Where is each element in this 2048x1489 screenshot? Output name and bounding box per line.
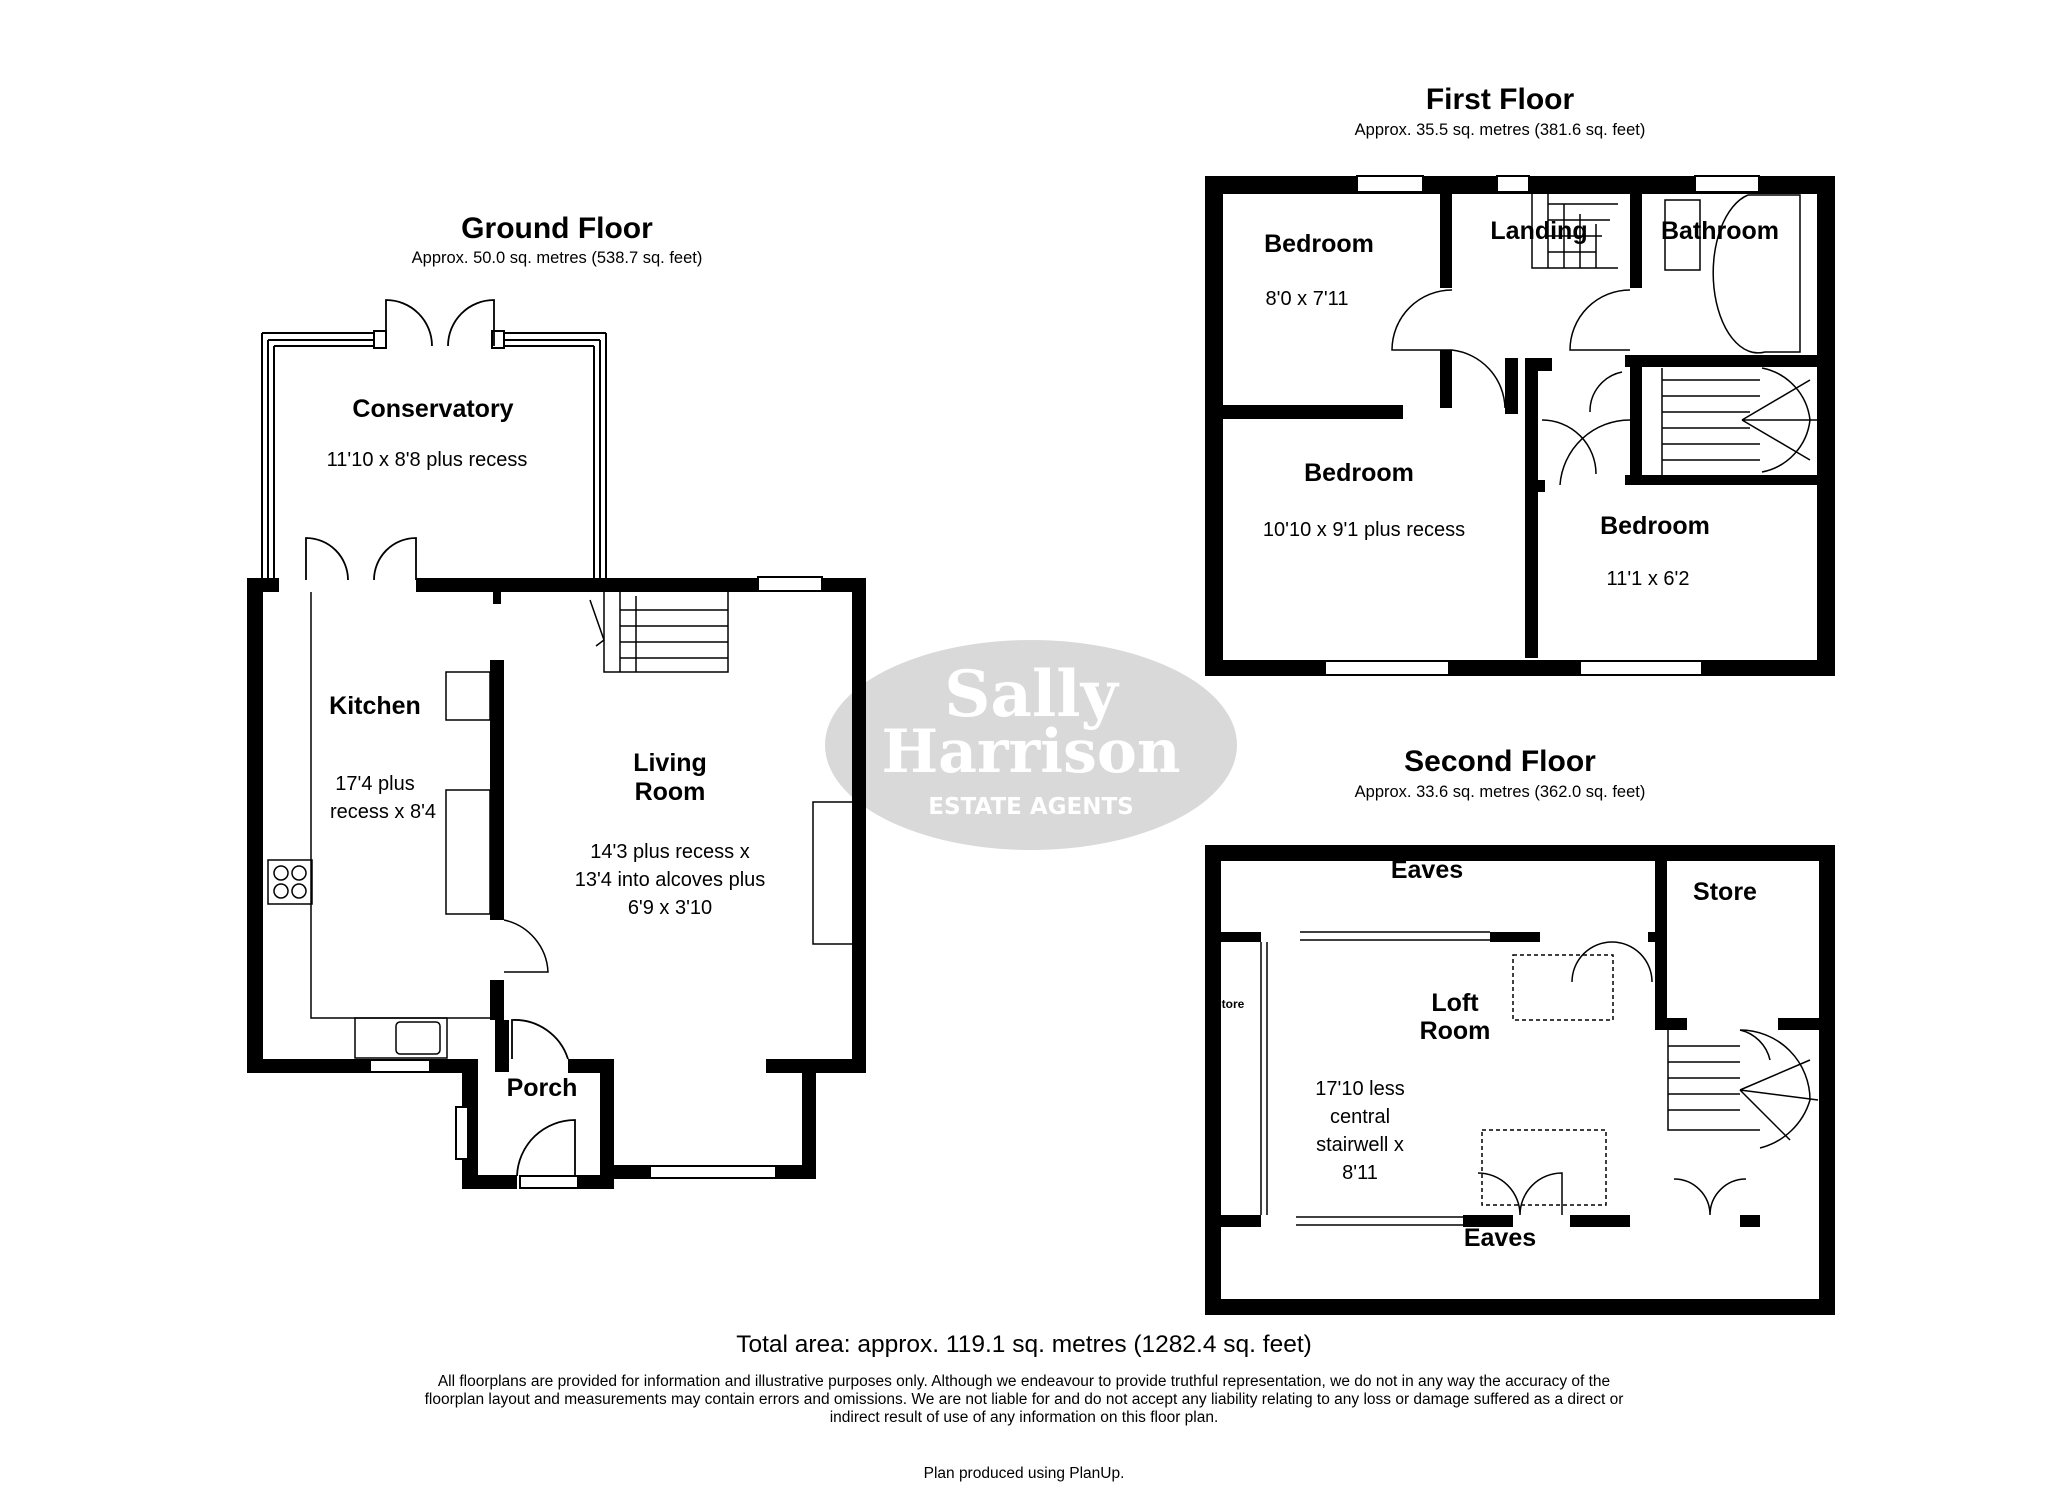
room-size-kitchen-line2: recess x 8'4 (329, 801, 437, 823)
room-label-loft-line1: Loft (1431, 989, 1479, 1017)
disclaimer-line2: floorplan layout and measurements may co… (424, 1391, 1624, 1408)
second-floor-plan (1205, 845, 1835, 1315)
room-label-landing: Landing (1490, 217, 1588, 245)
porch-door (511, 1019, 576, 1177)
room-label-eaves-top: Eaves (1390, 856, 1464, 884)
ground-floor-plan (247, 299, 866, 1189)
room-label-store-left: Store (1213, 997, 1245, 1011)
room-size-bedroom-1: 8'0 x 7'11 (1265, 288, 1349, 310)
room-label-living-line2: Room (634, 778, 706, 806)
second-floor-title: Second Floor (1404, 745, 1596, 778)
conservatory-doors (385, 299, 495, 347)
room-label-porch: Porch (506, 1074, 578, 1102)
conservatory-glazing (261, 330, 607, 578)
first-fittings (1391, 194, 1818, 486)
planup-credit: Plan produced using PlanUp. (923, 1465, 1125, 1482)
kitchen-conservatory-doors (305, 537, 417, 581)
room-size-living-line1: 14'3 plus recess x (590, 841, 750, 863)
room-size-bedroom-2: 10'10 x 9'1 plus recess (1262, 519, 1466, 541)
ground-windows (369, 576, 823, 1189)
room-size-loft-line4: 8'11 (1342, 1162, 1378, 1184)
room-label-bedroom-2: Bedroom (1304, 459, 1414, 487)
room-label-eaves-bottom: Eaves (1463, 1224, 1537, 1252)
total-area: Total area: approx. 119.1 sq. metres (12… (736, 1331, 1312, 1358)
watermark-logo: Sally Harrison ESTATE AGENTS (825, 640, 1237, 850)
second-floor-area: Approx. 33.6 sq. metres (362.0 sq. feet) (1354, 783, 1646, 801)
room-label-bedroom-1: Bedroom (1264, 230, 1374, 258)
disclaimer-line3: indirect result of use of any informatio… (829, 1409, 1219, 1426)
room-label-kitchen: Kitchen (329, 692, 421, 720)
first-windows (1324, 175, 1760, 676)
living-fittings (503, 592, 854, 973)
room-size-conservatory: 11'10 x 8'8 plus recess (326, 449, 528, 471)
second-floor-walls (1205, 845, 1835, 1315)
room-size-living-line3: 6'9 x 3'10 (627, 897, 713, 919)
watermark-line3: ESTATE AGENTS (928, 794, 1134, 820)
room-label-loft-line2: Room (1419, 1017, 1491, 1045)
room-label-bathroom: Bathroom (1660, 217, 1780, 245)
disclaimer-line1: All floorplans are provided for informat… (437, 1373, 1611, 1390)
ground-floor-area: Approx. 50.0 sq. metres (538.7 sq. feet) (411, 249, 703, 267)
room-size-kitchen-line1: 17'4 plus (335, 773, 415, 795)
first-floor-title: First Floor (1425, 83, 1575, 116)
room-size-loft-line1: 17'10 less (1315, 1078, 1405, 1100)
room-size-loft-line2: central (1329, 1106, 1391, 1128)
room-label-bedroom-3: Bedroom (1600, 512, 1710, 540)
first-floor-plan (1205, 175, 1835, 676)
room-label-living-line1: Living (633, 749, 707, 777)
watermark-ellipse (825, 640, 1237, 850)
ground-floor-title: Ground Floor (461, 212, 653, 245)
room-label-store-right: Store (1693, 878, 1757, 906)
kitchen-fittings (267, 592, 491, 1059)
watermark-line2: Harrison (881, 717, 1181, 787)
room-label-conservatory: Conservatory (352, 395, 514, 423)
room-size-living-line2: 13'4 into alcoves plus (574, 869, 766, 891)
second-fittings (1260, 931, 1819, 1226)
first-floor-area: Approx. 35.5 sq. metres (381.6 sq. feet) (1354, 121, 1646, 139)
room-size-bedroom-3: 11'1 x 6'2 (1606, 568, 1690, 590)
watermark-line1: Sally (944, 657, 1118, 732)
room-size-loft-line3: stairwell x (1316, 1134, 1404, 1156)
